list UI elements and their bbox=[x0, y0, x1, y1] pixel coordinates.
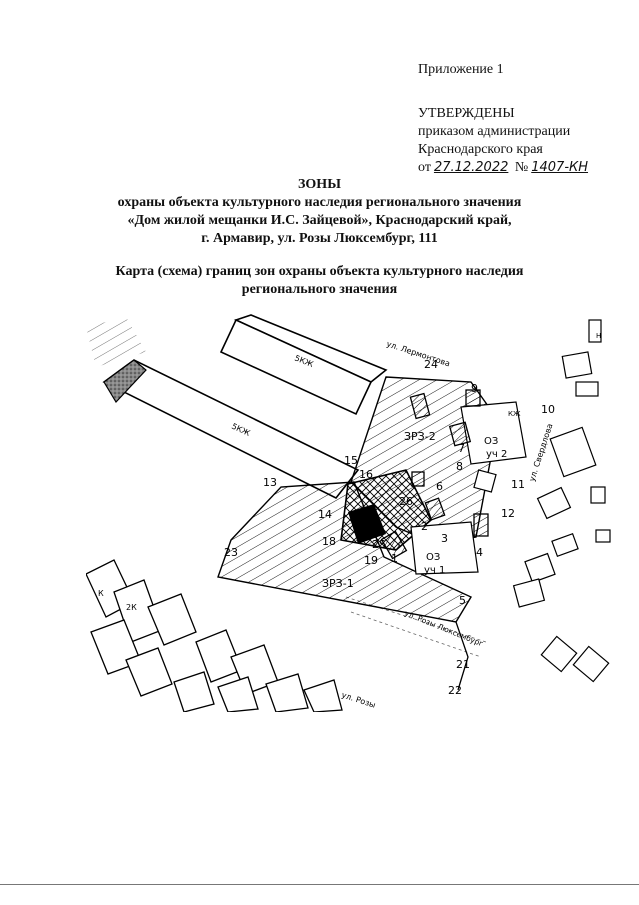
point-label: 9 bbox=[471, 382, 478, 395]
oz-label-1: ОЗ bbox=[426, 552, 440, 563]
doc-title-line2: охраны объекта культурного наследия реги… bbox=[117, 195, 522, 210]
building-hatched-9 bbox=[465, 389, 481, 407]
street-label-lermontova: ул. Лермонтова bbox=[385, 339, 451, 368]
building-11 bbox=[473, 469, 497, 493]
point-label: 13 bbox=[263, 476, 277, 489]
order-number: 1407-КН bbox=[531, 160, 589, 175]
doc-title-line3: «Дом жилой мещанки И.С. Зайцевой», Красн… bbox=[127, 213, 512, 228]
zone-map-svg: 5КЖ 5КЖ bbox=[86, 314, 611, 712]
building-hatched-1 bbox=[380, 530, 408, 560]
buildings-right-column bbox=[512, 319, 611, 683]
point-label: 14 bbox=[318, 508, 332, 521]
uch-label-1: уч 1 bbox=[424, 565, 445, 576]
point-label: 11 bbox=[511, 478, 525, 491]
order-from-prefix: от bbox=[418, 160, 431, 175]
building-n-small bbox=[409, 392, 431, 420]
point-label: 21 bbox=[456, 658, 470, 671]
oz-plot-2 bbox=[460, 401, 527, 465]
point-label: 26 bbox=[399, 495, 413, 508]
approved-line2: Краснодарского края bbox=[418, 142, 543, 157]
point-label: 1 bbox=[391, 552, 398, 565]
uch-label-2: уч 2 bbox=[486, 449, 507, 460]
point-label: 3 bbox=[441, 532, 448, 545]
heritage-object bbox=[348, 504, 386, 544]
zone-label-zrz2: ЗРЗ-2 bbox=[404, 430, 436, 443]
map-caption-line2: регионального значения bbox=[241, 282, 398, 297]
zone-zrz1-area bbox=[217, 481, 473, 623]
buildings-lower-left bbox=[86, 559, 343, 712]
building-label-k: К bbox=[98, 589, 104, 598]
point-label: 7 bbox=[458, 442, 465, 455]
point-label: 5 bbox=[459, 594, 466, 607]
order-no-prefix: № bbox=[514, 160, 529, 175]
approved-line1: приказом администрации bbox=[418, 124, 571, 139]
point-label: 4 bbox=[476, 546, 483, 559]
order-date: 27.12.2022 bbox=[433, 160, 509, 175]
building-label-n: Н bbox=[596, 332, 601, 340]
point-label: 6 bbox=[436, 480, 443, 493]
street-hatch-lines bbox=[345, 596, 487, 658]
point-label: 22 bbox=[448, 684, 462, 697]
building-hatched-3 bbox=[424, 497, 446, 521]
doc-title-line4: г. Армавир, ул. Розы Люксембург, 111 bbox=[201, 231, 438, 246]
doc-title: ЗОНЫ bbox=[298, 177, 341, 192]
approved-title: УТВЕРЖДЕНЫ bbox=[418, 106, 515, 121]
oz-plot-1 bbox=[410, 521, 479, 575]
zone-map: 5КЖ 5КЖ bbox=[86, 312, 616, 712]
map-hatch-fragment bbox=[86, 317, 146, 367]
point-label: 15 bbox=[344, 454, 358, 467]
point-label: 16 bbox=[359, 468, 373, 481]
point-label: 23 bbox=[224, 546, 238, 559]
building-label-2k: 2К bbox=[126, 603, 137, 612]
point-label: 19 bbox=[364, 554, 378, 567]
building-hatched-6 bbox=[411, 471, 425, 487]
street-label-rozy: ул. Розы bbox=[340, 690, 376, 709]
zone-boundary-line-21-22 bbox=[455, 621, 469, 691]
building-label-kzh: КЖ bbox=[508, 410, 521, 418]
oz-label-2: ОЗ bbox=[484, 436, 498, 447]
page-bottom-line bbox=[0, 884, 639, 885]
point-label: 24 bbox=[424, 358, 438, 371]
building-hatched-7 bbox=[448, 421, 472, 447]
boundary-point-labels: 9 10 24 7 8 6 11 12 26 15 16 13 14 18 25… bbox=[224, 358, 555, 697]
approval-block: УТВЕРЖДЕНЫ приказом администрации Красно… bbox=[418, 105, 591, 177]
point-label: 8 bbox=[456, 460, 463, 473]
zone-label-zrz1: ЗРЗ-1 bbox=[322, 577, 354, 590]
point-label: 25 bbox=[372, 538, 386, 551]
point-label: 10 bbox=[541, 403, 555, 416]
map-caption-line1: Карта (схема) границ зон охраны объекта … bbox=[115, 264, 524, 279]
point-label: 2 bbox=[421, 520, 428, 533]
building-hatched-4 bbox=[473, 513, 489, 537]
point-label: 18 bbox=[322, 535, 336, 548]
point-label: 12 bbox=[501, 507, 515, 520]
appendix-label: Приложение 1 bbox=[418, 62, 504, 77]
building-5kzh-upper: 5КЖ bbox=[219, 314, 388, 416]
building-5kzh-lower: 5КЖ bbox=[102, 359, 360, 500]
street-label-sverdlova: ул. Свердлова bbox=[527, 422, 554, 482]
